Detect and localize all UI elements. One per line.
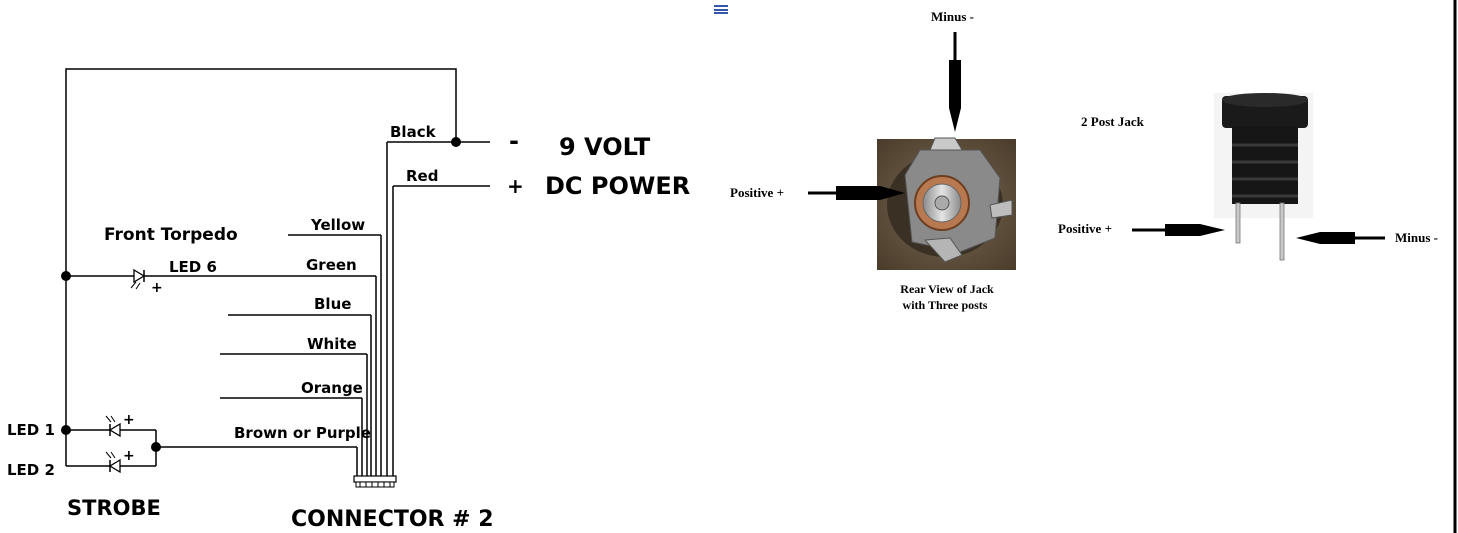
wire-label-yellow: Yellow [310, 216, 365, 234]
menu-icon[interactable] [714, 5, 728, 14]
led2-diode-icon [105, 451, 121, 474]
power-title-line1: 9 VOLT [559, 133, 651, 161]
led1-plus: + [123, 412, 135, 428]
front-torpedo-label: Front Torpedo [104, 225, 238, 245]
two-post-title: 2 Post Jack [1081, 114, 1145, 129]
connector-label: CONNECTOR # 2 [291, 507, 494, 532]
three-post-positive-label: Positive + [730, 185, 784, 200]
two-post-positive-label: Positive + [1058, 221, 1112, 236]
led6-label: LED 6 [169, 258, 217, 276]
led1-diode-icon [105, 415, 121, 438]
schematic-wires [65, 68, 490, 476]
wire-label-orange: Orange [301, 379, 363, 397]
wire-label-blue: Blue [314, 295, 351, 313]
positive-arrow-icon [808, 186, 905, 200]
wire-label-green: Green [306, 256, 357, 274]
connector-2-symbol [353, 475, 397, 488]
two-post-positive-arrow-icon [1132, 224, 1225, 236]
three-post-caption-line2: with Three posts [903, 298, 988, 312]
two-post-minus-arrow-icon [1296, 232, 1385, 244]
wire-label-black: Black [390, 123, 437, 141]
led2-plus: + [123, 448, 135, 464]
wire-label-brown: Brown or Purple [234, 424, 371, 442]
junction-dots [61, 137, 461, 452]
power-minus-sign: - [509, 127, 519, 155]
two-post-minus-label: Minus - [1395, 230, 1438, 245]
wire-label-red: Red [406, 167, 438, 185]
three-post-caption-line1: Rear View of Jack [900, 282, 994, 296]
led2-label: LED 2 [7, 461, 55, 479]
three-post-minus-label: Minus - [931, 9, 974, 24]
led6-plus: + [151, 280, 163, 296]
power-plus-sign: + [507, 174, 524, 198]
led6-diode-icon [130, 268, 146, 290]
wire-label-white: White [307, 335, 357, 353]
power-title-line2: DC POWER [545, 172, 690, 200]
two-post-jack-photo [1214, 93, 1313, 261]
strobe-label: STROBE [67, 496, 161, 520]
minus-arrow-icon [949, 32, 961, 132]
three-post-jack-photo [877, 137, 1016, 270]
led1-label: LED 1 [7, 421, 55, 439]
